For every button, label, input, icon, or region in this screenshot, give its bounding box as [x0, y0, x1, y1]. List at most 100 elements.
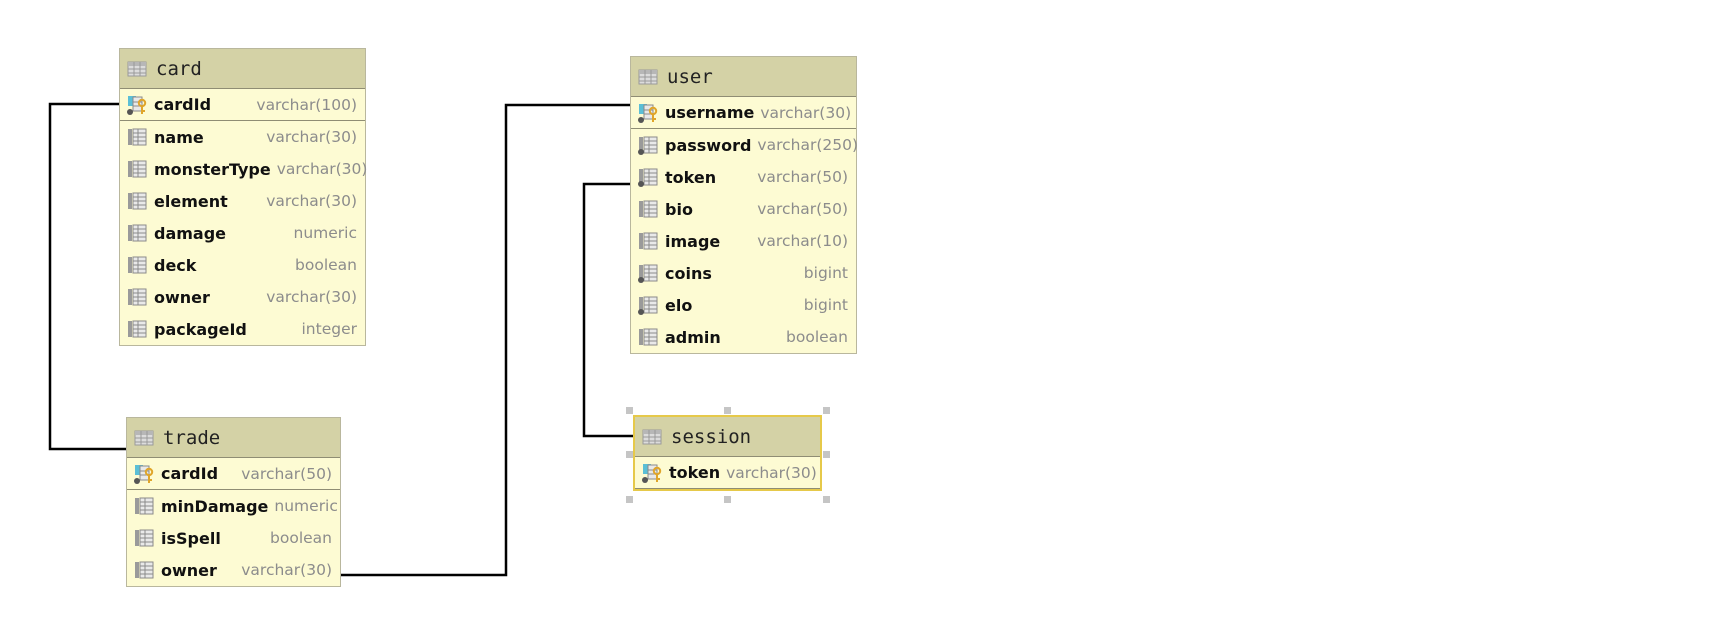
table-header[interactable]: user: [631, 57, 856, 97]
table-user[interactable]: user username varchar(30) password varchar(…: [630, 56, 859, 354]
column-name: packageId: [154, 319, 247, 339]
table-name: session: [671, 425, 752, 448]
column-icon: [128, 320, 147, 338]
column-row[interactable]: token varchar(30): [635, 457, 820, 489]
resize-handle-w[interactable]: [626, 451, 633, 458]
column-row[interactable]: username varchar(30): [631, 97, 856, 129]
column-name: monsterType: [154, 159, 271, 179]
table-grid-icon: [134, 430, 154, 445]
column-name: cardId: [161, 464, 219, 483]
column-row[interactable]: minDamage numeric: [127, 490, 340, 522]
column-type: varchar(30): [266, 128, 357, 146]
not-null-column-icon: [638, 264, 658, 283]
table-name: user: [667, 65, 713, 88]
column-name: owner: [161, 560, 217, 580]
column-icon: [128, 192, 147, 210]
column-type: varchar(50): [757, 168, 848, 186]
column-icon: [135, 497, 154, 515]
column-type: varchar(30): [241, 561, 332, 579]
column-name: damage: [154, 223, 227, 243]
column-name: name: [154, 127, 204, 147]
relation-user-session[interactable]: [582, 182, 633, 438]
column-name: username: [665, 103, 755, 122]
table-grid-icon: [127, 61, 147, 76]
resize-handle-s[interactable]: [724, 496, 731, 503]
column-name: deck: [154, 255, 197, 275]
table-header[interactable]: trade: [127, 418, 340, 458]
resize-handle-ne[interactable]: [823, 407, 830, 414]
resize-handle-nw[interactable]: [626, 407, 633, 414]
column-type: boolean: [786, 328, 848, 346]
table-grid-icon: [638, 69, 658, 84]
column-icon: [639, 328, 658, 346]
resize-handle-sw[interactable]: [626, 496, 633, 503]
column-name: admin: [665, 327, 721, 347]
column-name: image: [665, 231, 721, 251]
column-type: varchar(250): [757, 136, 859, 154]
column-row[interactable]: coins bigint: [631, 257, 856, 289]
column-row[interactable]: admin boolean: [631, 321, 856, 353]
relation-trade-user[interactable]: [338, 103, 630, 577]
column-icon: [639, 232, 658, 250]
column-icon: [128, 288, 147, 306]
primary-key-column-icon: [127, 95, 147, 115]
table-header[interactable]: card: [120, 49, 365, 89]
column-type: bigint: [803, 296, 848, 314]
primary-key-column-icon: [638, 103, 658, 123]
column-icon: [135, 529, 154, 547]
not-null-column-icon: [638, 168, 658, 187]
column-type: boolean: [295, 256, 357, 274]
column-type: boolean: [270, 529, 332, 547]
resize-handle-n[interactable]: [724, 407, 731, 414]
column-row[interactable]: name varchar(30): [120, 121, 365, 153]
not-null-column-icon: [638, 136, 658, 155]
column-type: varchar(30): [726, 463, 817, 482]
column-type: varchar(30): [276, 160, 368, 178]
column-name: isSpell: [161, 528, 221, 548]
column-icon: [128, 256, 147, 274]
column-name: token: [669, 463, 721, 482]
column-type: numeric: [274, 497, 338, 515]
column-name: minDamage: [161, 496, 269, 516]
column-row[interactable]: token varchar(50): [631, 161, 856, 193]
column-type: numeric: [293, 224, 357, 242]
table-session[interactable]: session token varchar(30): [633, 415, 822, 491]
column-icon: [128, 160, 147, 178]
column-type: varchar(30): [266, 288, 357, 306]
column-row[interactable]: damage numeric: [120, 217, 365, 249]
column-type: integer: [301, 320, 358, 338]
table-name: trade: [163, 426, 221, 449]
column-name: bio: [665, 199, 693, 219]
resize-handle-e[interactable]: [823, 451, 830, 458]
column-name: password: [665, 135, 752, 155]
column-row[interactable]: isSpell boolean: [127, 522, 340, 554]
column-name: coins: [665, 263, 712, 283]
column-row[interactable]: bio varchar(50): [631, 193, 856, 225]
table-header[interactable]: session: [635, 417, 820, 457]
not-null-column-icon: [638, 296, 658, 315]
column-row[interactable]: password varchar(250): [631, 129, 859, 161]
column-row[interactable]: monsterType varchar(30): [120, 153, 368, 185]
relation-card-trade[interactable]: [48, 102, 126, 451]
resize-handle-se[interactable]: [823, 496, 830, 503]
column-type: varchar(30): [760, 103, 852, 122]
column-name: cardId: [154, 95, 212, 114]
column-row[interactable]: packageId integer: [120, 313, 365, 345]
column-icon: [128, 128, 147, 146]
primary-key-column-icon: [134, 464, 154, 484]
column-row[interactable]: deck boolean: [120, 249, 365, 281]
column-type: varchar(50): [757, 200, 848, 218]
column-type: bigint: [803, 264, 848, 282]
column-row[interactable]: owner varchar(30): [127, 554, 340, 586]
column-name: owner: [154, 287, 210, 307]
column-row[interactable]: owner varchar(30): [120, 281, 365, 313]
column-name: token: [665, 167, 717, 187]
